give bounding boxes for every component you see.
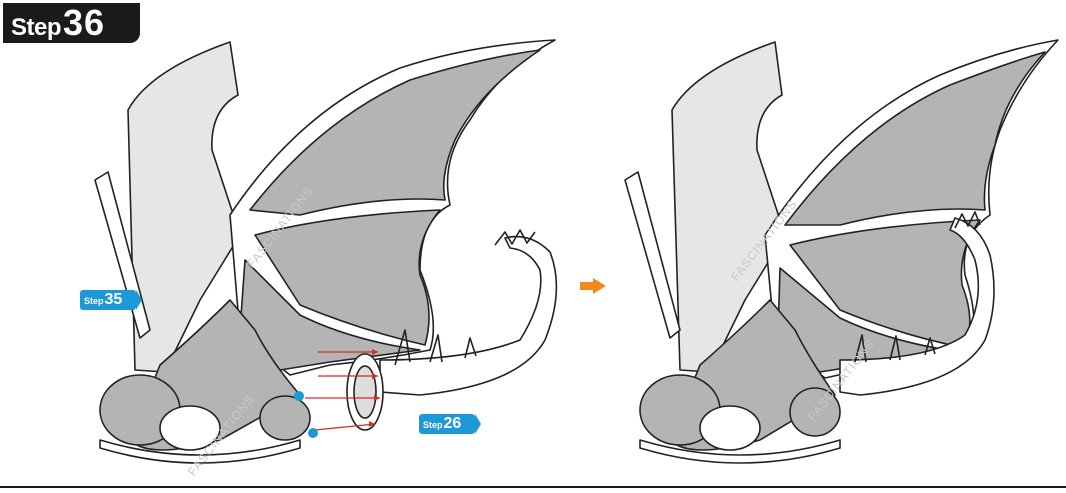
callout-step-35: Step 35 bbox=[80, 290, 136, 310]
next-arrow-icon bbox=[580, 278, 606, 294]
callout-step-26-word: Step bbox=[423, 415, 443, 435]
left-front-leg bbox=[260, 396, 310, 440]
right-dragon bbox=[625, 40, 1058, 463]
bottom-divider bbox=[0, 486, 1066, 488]
right-mid-ring bbox=[700, 406, 760, 450]
alignment-dot-upper bbox=[294, 391, 304, 401]
callout-step-35-number: 35 bbox=[105, 290, 123, 310]
right-side-strip bbox=[625, 172, 680, 338]
alignment-dot-lower bbox=[308, 428, 318, 438]
callout-step-26-number: 26 bbox=[444, 414, 462, 434]
left-dragon bbox=[95, 40, 556, 463]
callout-step-26: Step 26 bbox=[419, 414, 475, 434]
callout-step-35-word: Step bbox=[84, 291, 104, 311]
right-wing-membrane-1 bbox=[785, 52, 1045, 225]
